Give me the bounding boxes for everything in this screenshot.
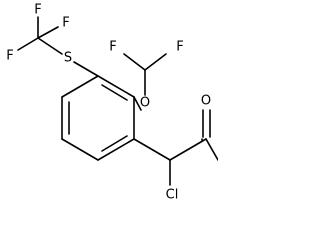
bond-s-ring xyxy=(73,61,99,77)
atom-cl: Cl xyxy=(166,188,179,203)
bond-ring-c xyxy=(97,138,135,161)
bond-co-ch3 xyxy=(205,138,218,161)
atom-f-chf2-right: F xyxy=(176,40,183,55)
bonds xyxy=(17,16,218,186)
bond-ring-a xyxy=(97,75,135,98)
atom-labels: F F F S F F O O Cl xyxy=(6,3,211,203)
bond-chf2-f-right xyxy=(144,53,167,71)
bond-cf3-f-left xyxy=(17,37,39,51)
molecule-structure: F F F S F F O O Cl xyxy=(6,3,218,203)
atom-o-ketone: O xyxy=(201,94,211,109)
bond-ring-chcl xyxy=(133,138,171,161)
atom-f-top: F xyxy=(34,3,41,18)
bond-cf3-f-right xyxy=(37,26,59,39)
bond-ring-d xyxy=(61,138,99,161)
atom-f-chf2-left: F xyxy=(109,40,116,55)
atom-o-ether: O xyxy=(140,96,150,111)
bond-cf3-s xyxy=(37,37,63,55)
atom-f-left: F xyxy=(6,49,13,64)
bond-ring-double-2 xyxy=(101,135,128,152)
bond-chcl-co xyxy=(169,138,207,161)
atom-f-right: F xyxy=(62,16,69,31)
bond-ring-double-1 xyxy=(101,84,128,101)
bond-ring-o xyxy=(133,96,142,111)
bond-ring-f xyxy=(61,75,99,98)
atom-s: S xyxy=(64,51,72,66)
bond-chf2-f-left xyxy=(123,53,146,71)
